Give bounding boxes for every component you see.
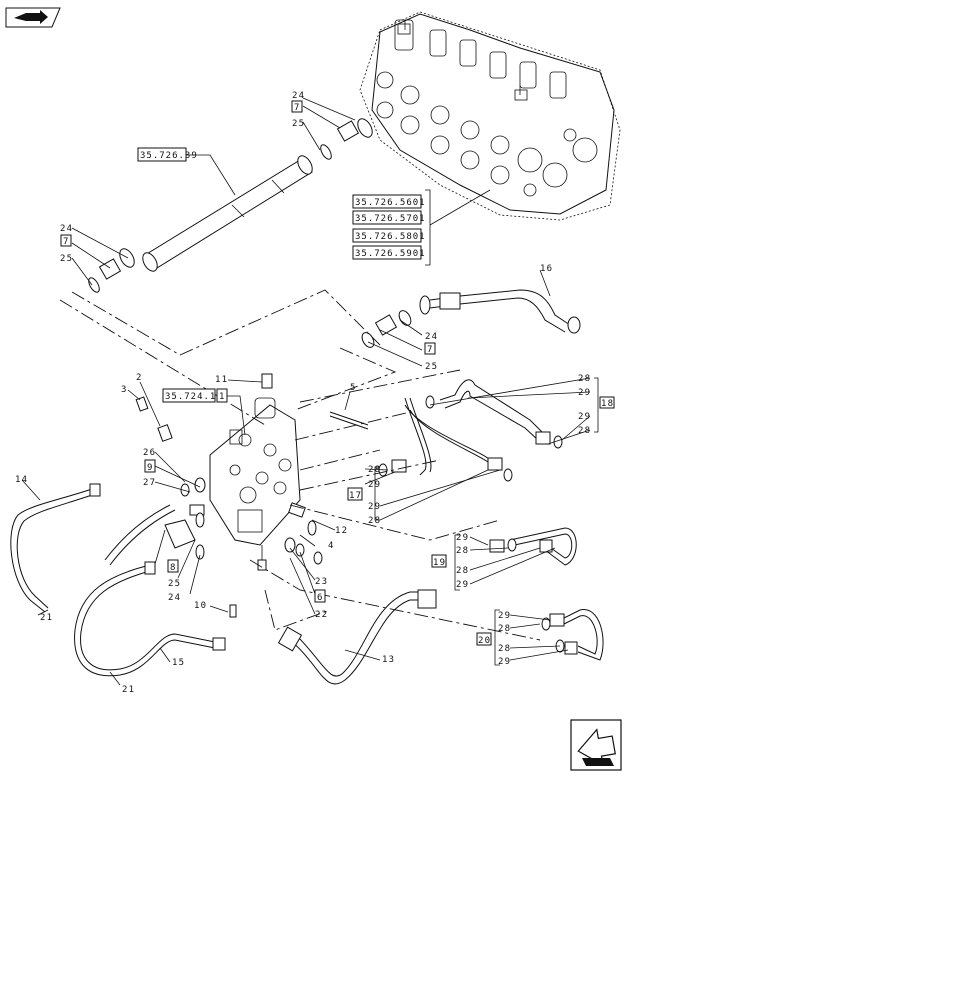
svg-text:28: 28 — [368, 465, 381, 475]
svg-text:19: 19 — [433, 558, 446, 568]
ref-box-35-726-39[interactable]: 35.726.39 — [137, 147, 198, 162]
svg-text:24: 24 — [60, 224, 73, 234]
svg-text:8: 8 — [170, 563, 177, 573]
fitting-set-left — [164, 477, 323, 618]
leader-lines — [21, 97, 599, 686]
svg-text:7: 7 — [294, 103, 301, 113]
tube-18 — [425, 379, 563, 449]
svg-text:29: 29 — [578, 412, 591, 422]
svg-text:29: 29 — [578, 388, 591, 398]
svg-text:6: 6 — [317, 593, 324, 603]
svg-text:28: 28 — [368, 516, 381, 526]
svg-text:35.726.5701: 35.726.5701 — [355, 214, 426, 224]
svg-text:29: 29 — [456, 533, 469, 543]
ref-box-35-724-16[interactable]: 35.724.16 — [162, 388, 223, 403]
svg-text:35.726.5601: 35.726.5601 — [355, 198, 426, 208]
svg-text:26: 26 — [143, 448, 156, 458]
svg-text:14: 14 — [15, 475, 28, 485]
svg-text:22: 22 — [315, 610, 328, 620]
ref-box-35-726-5701[interactable]: 35.726.5701 — [352, 210, 426, 225]
hydraulic-pipe — [142, 155, 313, 272]
svg-text:35.726.39: 35.726.39 — [140, 151, 198, 161]
svg-text:10: 10 — [194, 601, 207, 611]
svg-text:7: 7 — [63, 237, 70, 247]
svg-text:21: 21 — [40, 613, 53, 623]
svg-text:25: 25 — [60, 254, 73, 264]
svg-text:12: 12 — [335, 526, 348, 536]
hydraulic-pipe-16 — [419, 289, 581, 334]
svg-text:7: 7 — [427, 345, 434, 355]
svg-text:20: 20 — [478, 636, 491, 646]
fitting-set-upper — [88, 118, 373, 293]
tube-20 — [541, 609, 604, 661]
svg-text:16: 16 — [540, 264, 553, 274]
svg-text:29: 29 — [498, 657, 511, 667]
svg-text:15: 15 — [172, 658, 185, 668]
ref-box-35-726-5801[interactable]: 35.726.5801 — [352, 228, 426, 243]
small-valve-block — [135, 373, 369, 571]
svg-text:24: 24 — [425, 332, 438, 342]
svg-text:5: 5 — [350, 383, 357, 393]
tube-19 — [489, 527, 577, 566]
svg-text:35.724.16: 35.724.16 — [165, 392, 223, 402]
next-page-arrow-icon[interactable] — [570, 719, 622, 771]
svg-text:27: 27 — [143, 478, 156, 488]
svg-text:25: 25 — [168, 579, 181, 589]
svg-text:29: 29 — [368, 502, 381, 512]
fitting-set-middle — [361, 310, 412, 348]
hose-14-21 — [10, 483, 101, 613]
svg-text:4: 4 — [328, 541, 335, 551]
svg-text:28: 28 — [456, 566, 469, 576]
callout-numbers: 24 7 25 24 7 25 16 24 7 25 2 3 11 1 5 26… — [15, 91, 615, 695]
svg-text:28: 28 — [498, 644, 511, 654]
svg-text:28: 28 — [578, 374, 591, 384]
svg-text:3: 3 — [121, 385, 128, 395]
svg-text:25: 25 — [425, 362, 438, 372]
svg-text:29: 29 — [498, 611, 511, 621]
svg-text:29: 29 — [368, 480, 381, 490]
svg-text:29: 29 — [456, 580, 469, 590]
flip-book-arrow-icon[interactable] — [5, 7, 61, 28]
ref-box-35-726-5901[interactable]: 35.726.5901 — [352, 245, 426, 260]
svg-text:25: 25 — [292, 119, 305, 129]
svg-text:28: 28 — [498, 624, 511, 634]
svg-text:28: 28 — [456, 546, 469, 556]
svg-text:24: 24 — [292, 91, 305, 101]
svg-text:18: 18 — [601, 399, 614, 409]
svg-text:24: 24 — [168, 593, 181, 603]
hose-21-15 — [74, 504, 226, 677]
svg-text:35.726.5801: 35.726.5801 — [355, 232, 426, 242]
svg-text:13: 13 — [382, 655, 395, 665]
ref-box-35-726-5601[interactable]: 35.726.5601 — [352, 194, 426, 209]
hose-13 — [277, 589, 437, 685]
control-valve-stack — [359, 11, 621, 221]
svg-text:17: 17 — [349, 491, 362, 501]
svg-text:9: 9 — [147, 463, 154, 473]
svg-text:21: 21 — [122, 685, 135, 695]
svg-text:35.726.5901: 35.726.5901 — [355, 249, 426, 259]
svg-text:28: 28 — [578, 426, 591, 436]
assembly-centerlines — [59, 289, 541, 641]
svg-text:11: 11 — [215, 375, 228, 385]
svg-text:23: 23 — [315, 577, 328, 587]
svg-text:1: 1 — [219, 392, 226, 402]
svg-text:2: 2 — [136, 373, 143, 383]
